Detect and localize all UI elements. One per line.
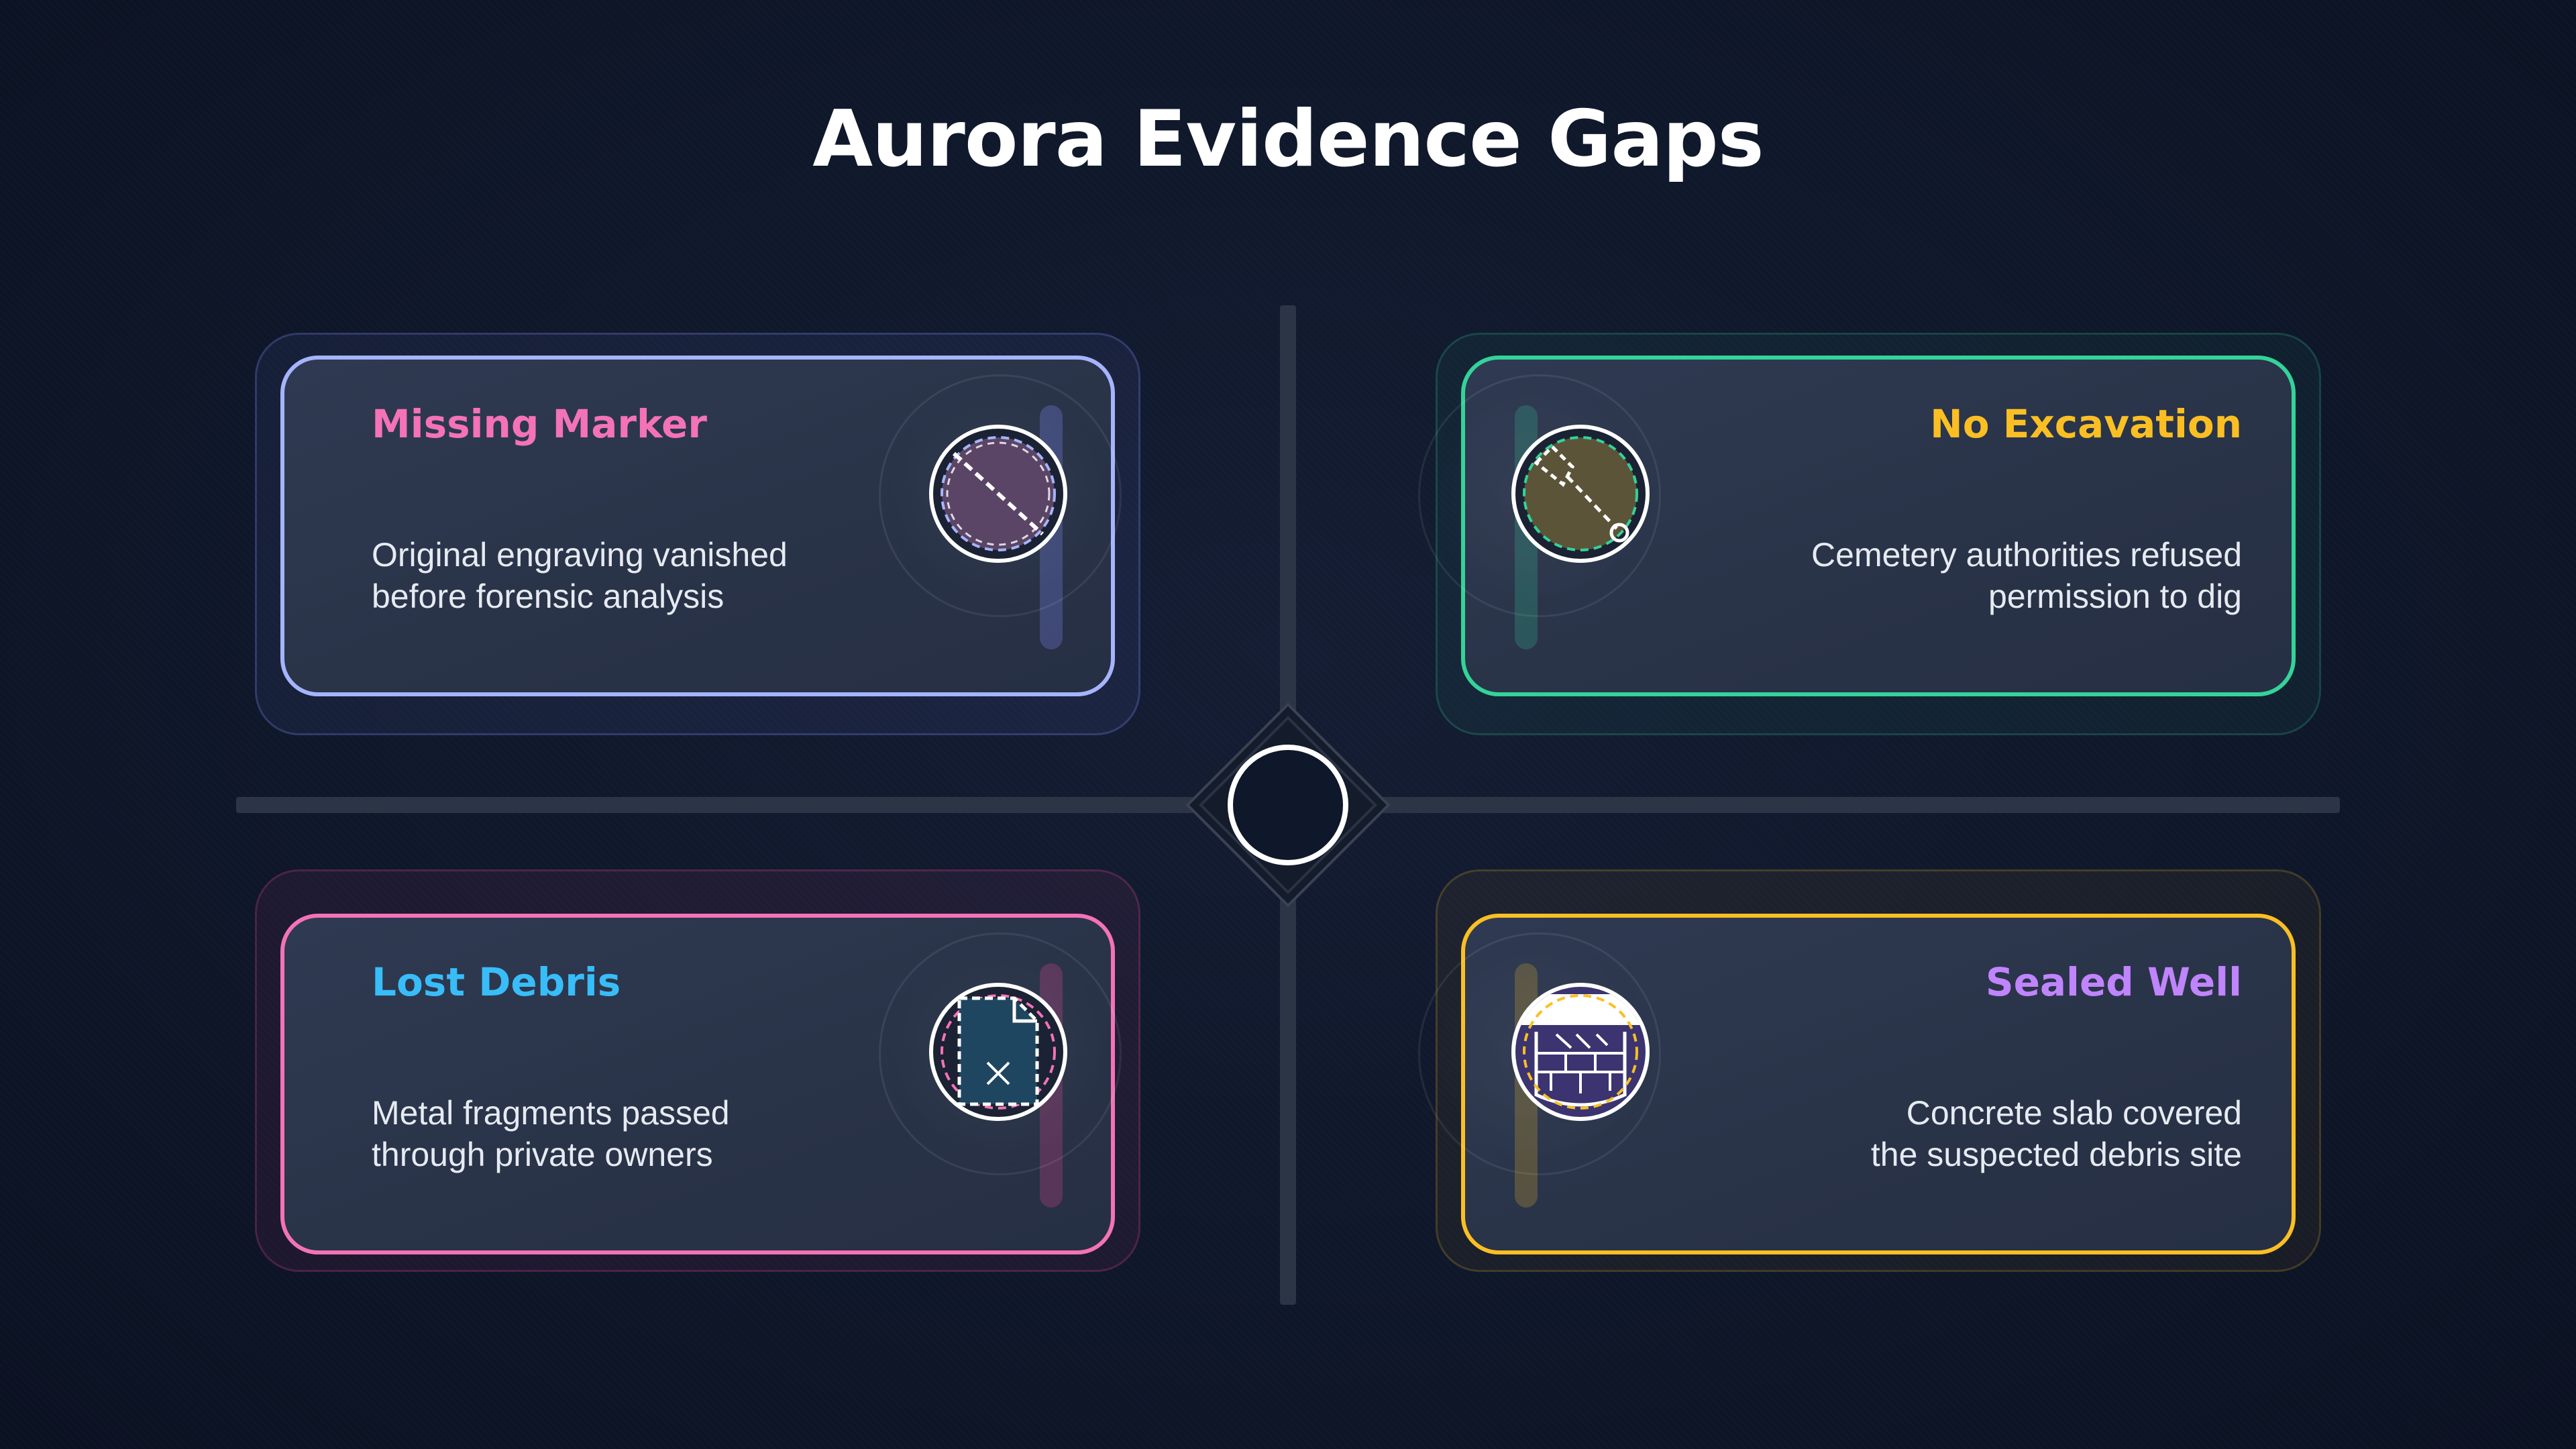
card-description: Metal fragments passed through private o… — [372, 1094, 730, 1173]
card-description: Concrete slab covered the suspected debr… — [1870, 1094, 2242, 1173]
shovel-icon — [1509, 423, 1652, 565]
card-description: Cemetery authorities refused permission … — [1811, 536, 2242, 615]
diagram-title: Aurora Evidence Gaps — [812, 94, 1764, 184]
card-lost-debris: Lost Debris Metal fragments passed throu… — [280, 914, 1122, 1254]
card-sealed-well: Sealed Well Concrete slab covered the su… — [1418, 914, 2296, 1254]
card-description: Original engraving vanished before foren… — [372, 536, 788, 615]
sealed-well-icon — [1509, 981, 1652, 1123]
card-missing-marker: Missing Marker Original engraving vanish… — [280, 356, 1122, 696]
card-title: Missing Marker — [372, 401, 707, 447]
card-title: No Excavation — [1930, 401, 2242, 447]
card-title: Sealed Well — [1985, 959, 2242, 1005]
card-title: Lost Debris — [372, 959, 621, 1005]
crossed-out-circle-icon — [927, 423, 1069, 565]
center-node — [1228, 745, 1348, 865]
missing-document-icon — [927, 981, 1069, 1123]
card-no-excavation: No Excavation Cemetery authorities refus… — [1418, 356, 2296, 696]
